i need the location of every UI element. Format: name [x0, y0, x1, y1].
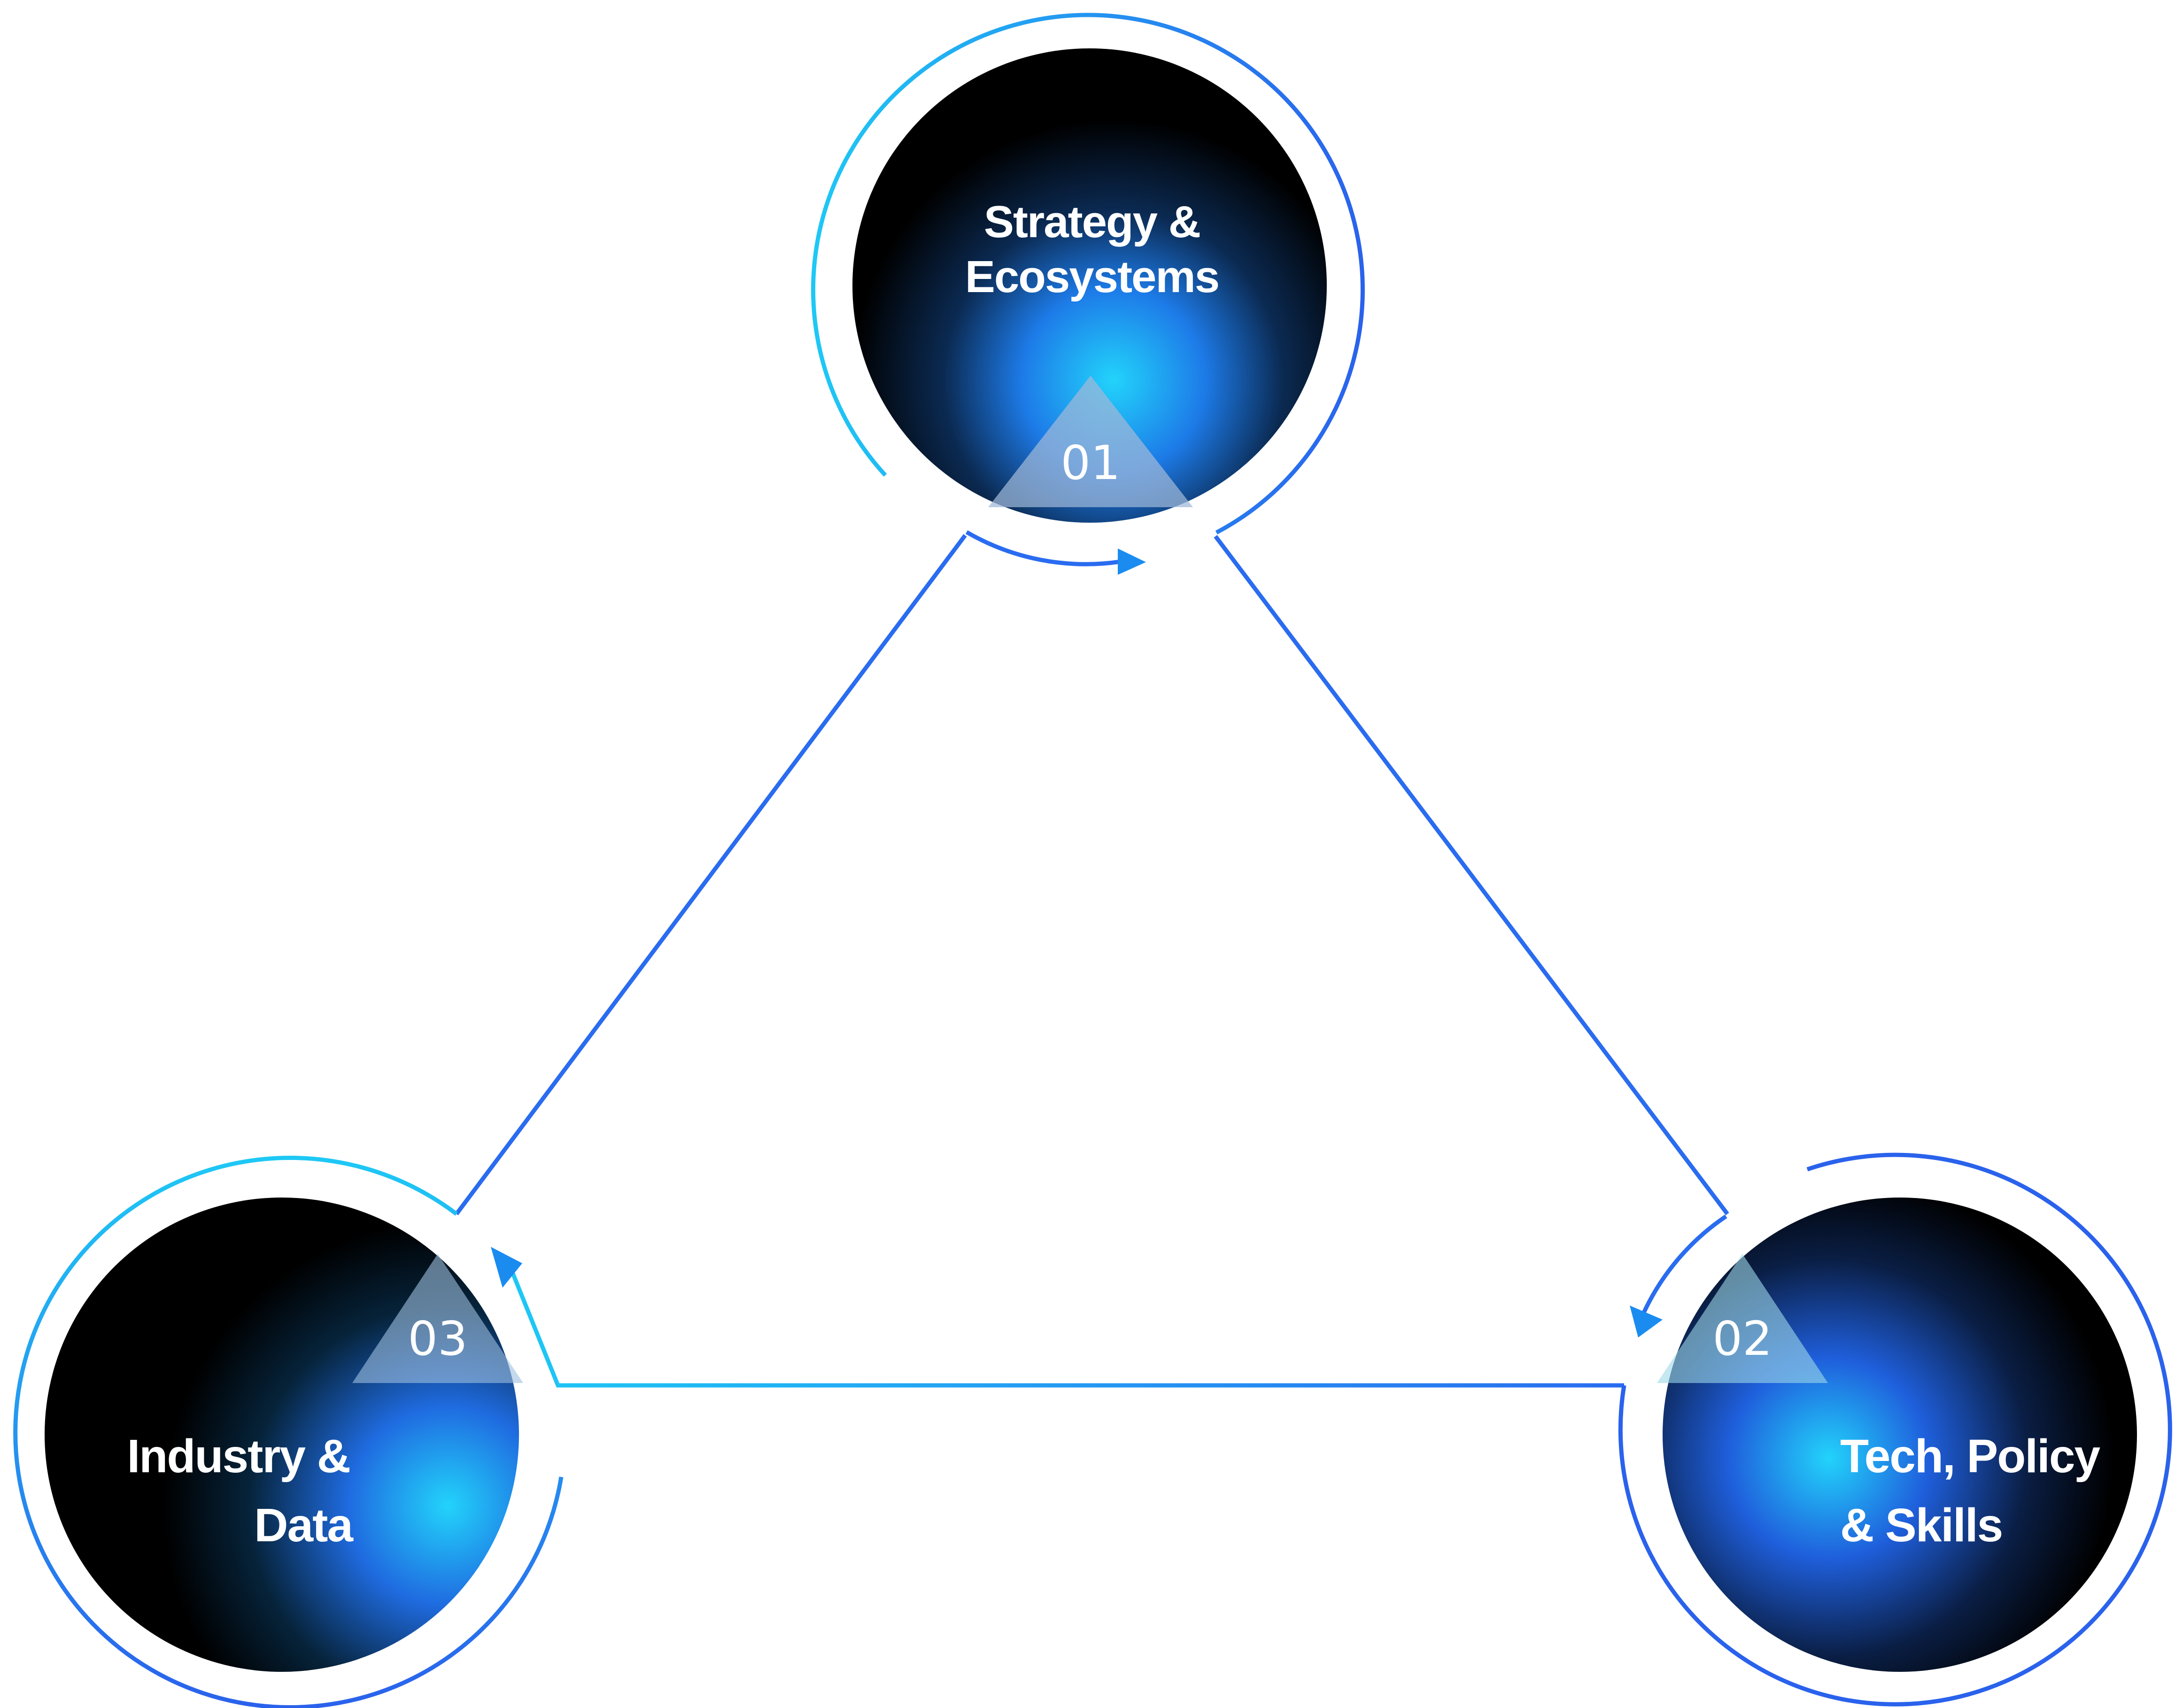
edge-strategy-to-tech	[1214, 535, 1729, 1215]
outer-ring	[1618, 1152, 2172, 1707]
number-badge	[352, 1254, 523, 1383]
number-badge	[1657, 1254, 1828, 1383]
node-strategy[interactable]: 01 Strategy & Ecosystems	[811, 13, 1365, 575]
edges	[455, 534, 1729, 1388]
node-number: 02	[1712, 1311, 1772, 1366]
node-disc	[852, 48, 1327, 523]
arrow-head-icon	[1118, 549, 1146, 575]
outer-ring	[811, 13, 1365, 534]
node-label-line-2: Ecosystems	[965, 252, 1219, 302]
node-number: 03	[408, 1311, 467, 1366]
node-label-line-1: Tech, Policy	[1840, 1430, 2101, 1483]
outer-ring	[13, 1155, 564, 1708]
number-badge	[988, 376, 1193, 507]
cycle-arrow	[1641, 1214, 1727, 1314]
arrow-head-icon	[1630, 1306, 1663, 1337]
arrow-head-icon	[491, 1247, 522, 1288]
edge-tech-to-industry	[505, 1259, 1624, 1388]
node-tech[interactable]: 02 Tech, Policy & Skills	[1618, 1152, 2172, 1707]
node-label-line-1: Industry &	[127, 1430, 350, 1483]
cycle-arrow	[965, 530, 1121, 566]
node-label-line-2: & Skills	[1840, 1499, 2002, 1552]
node-industry[interactable]: 03 Industry & Data	[13, 1155, 564, 1708]
node-label-line-2: Data	[254, 1499, 354, 1552]
node-number: 01	[1060, 435, 1120, 490]
edge-industry-to-strategy	[455, 534, 967, 1215]
node-label-line-1: Strategy &	[984, 197, 1200, 247]
